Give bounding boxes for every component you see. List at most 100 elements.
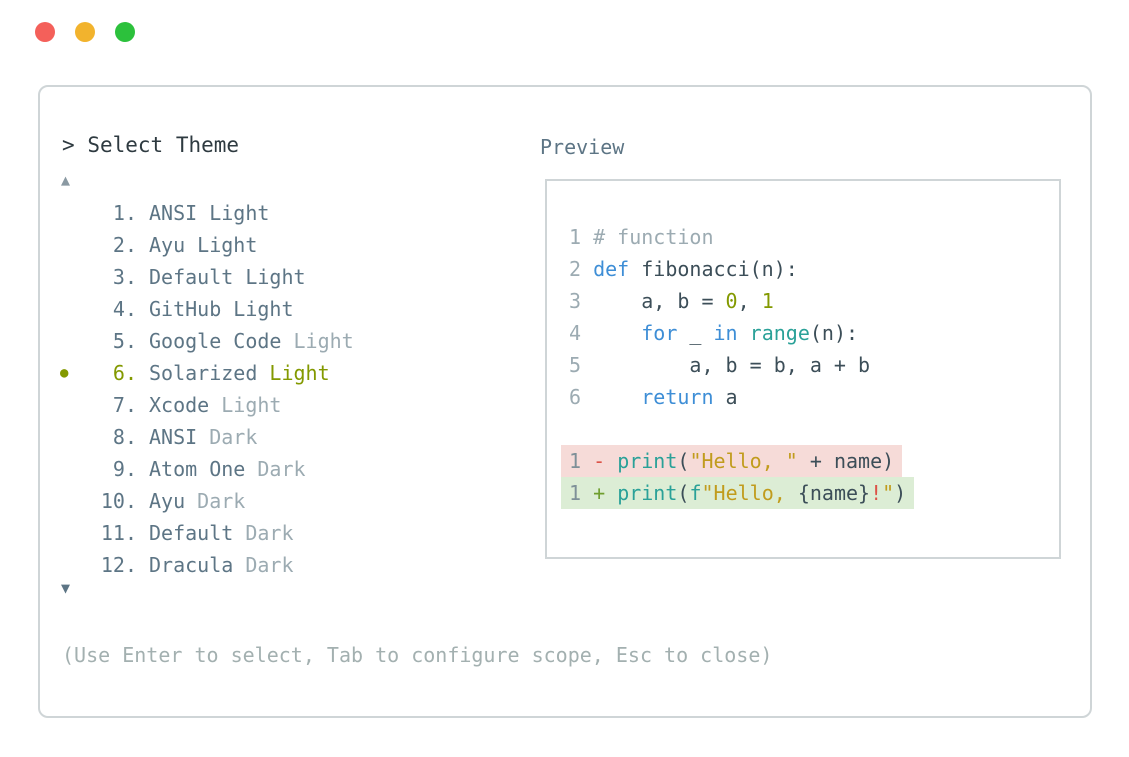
code-token: (: [677, 449, 690, 473]
theme-number: 2.: [112, 233, 137, 257]
theme-label: Dracula Dark: [149, 553, 294, 577]
theme-name: ANSI: [149, 425, 198, 449]
theme-option-7[interactable]: 7. Xcode Light: [57, 389, 354, 421]
code-token: range: [749, 321, 810, 345]
theme-variant: Light: [257, 361, 330, 385]
preview-label: Preview: [540, 135, 625, 159]
window-controls: [35, 22, 135, 42]
theme-number: 3.: [112, 265, 137, 289]
added-diff-line: 1 + print(f"Hello, {name}!"): [561, 477, 915, 509]
theme-number: 10.: [100, 489, 137, 513]
theme-name: Google Code: [149, 329, 282, 353]
code-token: "Hello, ": [689, 449, 798, 473]
theme-option-12[interactable]: 12.Dracula Dark: [57, 549, 354, 581]
code-token: ,: [737, 289, 762, 313]
code-token: print: [617, 481, 678, 505]
theme-label: Ayu Dark: [149, 489, 245, 513]
code-preview: 1 # function 2 def fibonacci(n): 3 a, b = …: [547, 181, 1059, 509]
theme-name: ANSI: [149, 201, 198, 225]
code-token: [593, 385, 641, 409]
theme-variant: Dark: [185, 489, 246, 513]
scroll-down-icon[interactable]: ▼: [61, 579, 71, 597]
line-number: 1: [569, 449, 594, 473]
code-line: 5 a, b = b, a + b: [569, 349, 1045, 381]
theme-variant: Dark: [245, 457, 306, 481]
line-number: 1: [569, 481, 594, 505]
line-number: 3: [569, 289, 594, 313]
theme-name: Ayu: [149, 489, 186, 513]
theme-option-9[interactable]: 9.Atom One Dark: [57, 453, 354, 485]
code-token: !: [870, 481, 883, 505]
theme-name: Dracula: [149, 553, 234, 577]
minimize-window-button[interactable]: [75, 22, 95, 42]
theme-option-5[interactable]: 5.Google Code Light: [57, 325, 354, 357]
theme-label: Default Light: [149, 265, 306, 289]
code-token: fibonacci(n):: [629, 257, 798, 281]
code-token: "Hello,: [701, 481, 798, 505]
code-token: ): [894, 481, 907, 505]
code-token: _: [677, 321, 714, 345]
line-number: 5: [569, 353, 594, 377]
theme-variant: Dark: [233, 521, 294, 545]
diff-sign: -: [593, 449, 618, 473]
theme-label: ANSI Dark: [149, 425, 257, 449]
theme-option-8[interactable]: 8. ANSI Dark: [57, 421, 354, 453]
scroll-up-icon[interactable]: ▲: [61, 171, 71, 189]
code-token: # function: [593, 225, 714, 249]
close-window-button[interactable]: [35, 22, 55, 42]
theme-name: Atom One: [149, 457, 246, 481]
code-token: print: [617, 449, 678, 473]
line-number: 4: [569, 321, 594, 345]
theme-label: Default Dark: [149, 521, 294, 545]
theme-option-10[interactable]: 10. Ayu Dark: [57, 485, 354, 517]
selected-bullet-icon: ●: [60, 365, 69, 381]
code-line: 1 + print(f"Hello, {name}!"): [561, 477, 1045, 509]
zoom-window-button[interactable]: [115, 22, 135, 42]
theme-label: GitHub Light: [149, 297, 294, 321]
code-token: [738, 321, 750, 345]
theme-option-6[interactable]: ●6.Solarized Light: [57, 357, 354, 389]
prompt-caret-icon: >: [62, 133, 75, 157]
line-number: 6: [569, 385, 594, 409]
theme-number: 7.: [112, 393, 137, 417]
theme-variant: Light: [221, 297, 294, 321]
theme-label: Xcode Light: [149, 393, 281, 417]
theme-name: Ayu: [149, 233, 186, 257]
theme-name: Default: [149, 521, 234, 545]
theme-option-4[interactable]: 4. GitHub Light: [57, 293, 354, 325]
theme-number: 8.: [112, 425, 137, 449]
theme-name: GitHub: [149, 297, 222, 321]
theme-variant: Light: [185, 233, 258, 257]
code-token: a, b = b, a + b: [593, 353, 871, 377]
theme-label: Solarized Light: [149, 361, 330, 385]
theme-label: ANSI Light: [149, 201, 269, 225]
code-token: in: [713, 321, 738, 345]
theme-number: 1.: [112, 201, 137, 225]
theme-variant: Dark: [233, 553, 294, 577]
code-token: a, b =: [593, 289, 726, 313]
theme-option-3[interactable]: 3. Default Light: [57, 261, 354, 293]
theme-label: Ayu Light: [149, 233, 257, 257]
theme-label: Google Code Light: [149, 329, 354, 353]
code-token: 1: [761, 289, 774, 313]
theme-option-2[interactable]: 2. Ayu Light: [57, 229, 354, 261]
theme-variant: Dark: [197, 425, 258, 449]
theme-option-11[interactable]: 11.Default Dark: [57, 517, 354, 549]
code-token: (n):: [809, 321, 859, 345]
line-number: 1: [569, 225, 594, 249]
code-blank-line: [569, 413, 1045, 445]
code-token: 0: [725, 289, 738, 313]
code-token: f: [689, 481, 702, 505]
code-token: (: [677, 481, 690, 505]
theme-number: 4.: [112, 297, 137, 321]
theme-variant: Light: [233, 265, 306, 289]
code-line: 4 for _ in range(n):: [569, 317, 1045, 349]
theme-variant: Light: [281, 329, 354, 353]
code-line: 1 - print("Hello, " + name): [561, 445, 1045, 477]
code-line: 6 return a: [569, 381, 1045, 413]
code-token: def: [593, 257, 630, 281]
code-line: 2 def fibonacci(n):: [569, 253, 1045, 285]
theme-name: Xcode: [149, 393, 210, 417]
theme-option-1[interactable]: 1. ANSI Light: [57, 197, 354, 229]
